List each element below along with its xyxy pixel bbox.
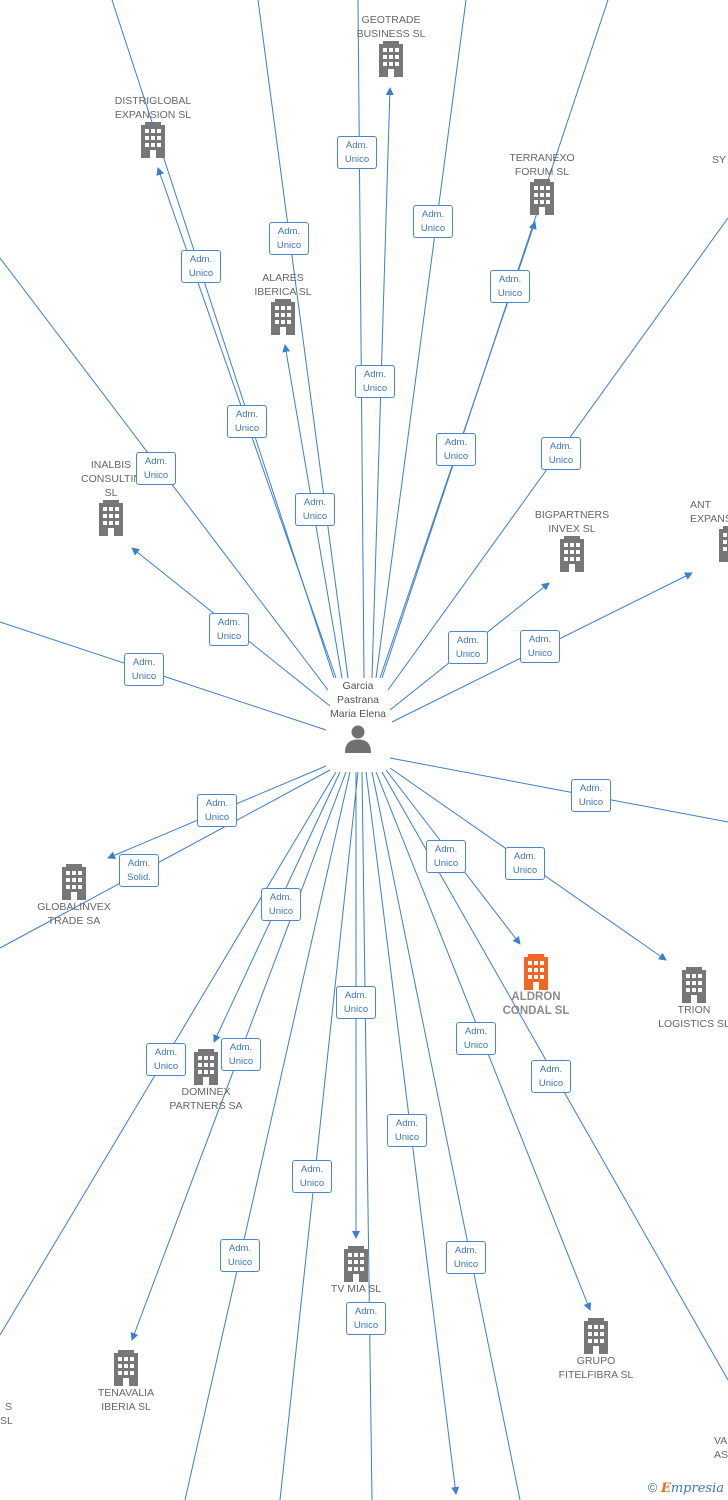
person-icon bbox=[345, 725, 371, 753]
building-icon bbox=[114, 1350, 138, 1386]
relation-badge[interactable]: Adm. Unico bbox=[227, 405, 267, 438]
relation-badge[interactable]: Adm. Unico bbox=[490, 270, 530, 303]
brand-name: Empresia bbox=[661, 1481, 724, 1496]
edge-bottom-3 bbox=[361, 771, 373, 1500]
relation-badge[interactable]: Adm. Unico bbox=[221, 1038, 261, 1071]
relation-badge[interactable]: Adm. Unico bbox=[181, 250, 221, 283]
node-distriglobal[interactable]: DISTRIGLOBAL EXPANSION SL bbox=[102, 94, 204, 158]
brand-initial: E bbox=[660, 1481, 671, 1496]
relation-badge[interactable]: Adm. Unico bbox=[346, 1302, 386, 1335]
node-label: ALARES IBERICA SL bbox=[254, 272, 312, 298]
node-label: DOMINEX PARTNERS SA bbox=[169, 1086, 243, 1112]
relation-badge[interactable]: Adm. Unico bbox=[146, 1043, 186, 1076]
node-bigpartners[interactable]: BIGPARTNERS INVEX SL bbox=[522, 508, 622, 572]
building-icon bbox=[530, 179, 554, 215]
building-icon bbox=[379, 41, 403, 77]
building-icon bbox=[99, 500, 123, 536]
node-inalbis[interactable]: INALBIS CONSULTIN SL bbox=[66, 458, 156, 536]
node-terranexo[interactable]: TERRANEXO FORUM SL bbox=[496, 151, 588, 215]
relation-badge[interactable]: Adm. Unico bbox=[197, 794, 237, 827]
node-aldron[interactable]: ALDRON CONDAL SL bbox=[490, 954, 582, 1018]
node-left-s[interactable]: S SL bbox=[0, 1400, 13, 1428]
node-label: TERRANEXO FORUM SL bbox=[509, 152, 575, 178]
relation-badge[interactable]: Adm. Unico bbox=[541, 437, 581, 470]
relation-badge[interactable]: Adm. Unico bbox=[426, 840, 466, 873]
building-icon bbox=[560, 536, 584, 572]
node-geotrade[interactable]: GEOTRADE BUSINESS SL bbox=[346, 13, 436, 77]
center-person-label: Garcia Pastrana Maria Elena bbox=[329, 680, 387, 720]
edge-right-1 bbox=[389, 757, 728, 823]
node-va[interactable]: VA ASES bbox=[698, 1434, 728, 1462]
empresia-logo[interactable]: © Empresia bbox=[648, 1480, 724, 1496]
edge-bottom-1 bbox=[184, 771, 351, 1500]
edge-top-2 bbox=[257, 0, 349, 679]
building-icon bbox=[682, 967, 706, 1003]
relation-badge[interactable]: Adm. Unico bbox=[448, 631, 488, 664]
relation-badge[interactable]: Adm. Unico bbox=[531, 1060, 571, 1093]
building-icon bbox=[271, 299, 295, 335]
node-label: TV MIA SL bbox=[330, 1283, 382, 1295]
relation-badge[interactable]: Adm. Unico bbox=[355, 365, 395, 398]
edge-top-4 bbox=[375, 0, 467, 679]
node-label: ALDRON CONDAL SL bbox=[502, 991, 570, 1017]
node-ant[interactable]: ANT EXPANS bbox=[688, 498, 728, 562]
edge-top-5 bbox=[381, 0, 609, 679]
node-globalinvex[interactable]: GLOBALINVEX TRADE SA bbox=[26, 864, 122, 928]
relation-badge[interactable]: Adm. Unico bbox=[505, 847, 545, 880]
node-tenavalia[interactable]: TENAVALIA IBERIA SL bbox=[80, 1350, 172, 1414]
relation-badge[interactable]: Adm. Unico bbox=[456, 1022, 496, 1055]
node-label: ANT EXPANS bbox=[690, 499, 728, 525]
building-icon bbox=[194, 1049, 218, 1085]
relation-badge[interactable]: Adm. Unico bbox=[292, 1160, 332, 1193]
building-icon bbox=[62, 864, 86, 900]
node-alares[interactable]: ALARES IBERICA SL bbox=[238, 271, 328, 335]
relation-badge[interactable]: Adm. Solid. bbox=[119, 854, 159, 887]
relation-badge[interactable]: Adm. Unico bbox=[136, 452, 176, 485]
brand-rest: mpresia bbox=[670, 1481, 724, 1496]
node-tvmia[interactable]: TV MIA SL bbox=[316, 1246, 396, 1296]
relation-badge[interactable]: Adm. Unico bbox=[520, 630, 560, 663]
node-label: S SL bbox=[0, 1401, 13, 1427]
node-label: GEOTRADE BUSINESS SL bbox=[356, 14, 426, 40]
copyright-symbol: © bbox=[647, 1480, 658, 1495]
building-icon bbox=[719, 526, 728, 562]
relation-badge[interactable]: Adm. Unico bbox=[413, 205, 453, 238]
node-label: TENAVALIA IBERIA SL bbox=[97, 1387, 155, 1413]
node-label: VA ASES bbox=[714, 1435, 728, 1461]
node-sy[interactable]: SY bbox=[712, 153, 728, 167]
node-label: GLOBALINVEX TRADE SA bbox=[37, 901, 111, 927]
relation-badge[interactable]: Adm. Unico bbox=[209, 613, 249, 646]
relation-badge[interactable]: Adm. Unico bbox=[571, 779, 611, 812]
relation-badge[interactable]: Adm. Unico bbox=[124, 653, 164, 686]
edge-bottom-2 bbox=[279, 771, 359, 1500]
building-icon bbox=[344, 1246, 368, 1282]
edge-globalinvex-2 bbox=[0, 769, 331, 949]
node-dominex[interactable]: DOMINEX PARTNERS SA bbox=[160, 1049, 252, 1113]
center-person[interactable]: Garcia Pastrana Maria Elena bbox=[320, 679, 396, 753]
node-label: TRION LOGISTICS SL bbox=[658, 1004, 728, 1030]
node-trion[interactable]: TRION LOGISTICS SL bbox=[648, 967, 728, 1031]
relation-badge[interactable]: Adm. Unico bbox=[337, 136, 377, 169]
relation-badge[interactable]: Adm. Unico bbox=[269, 222, 309, 255]
building-icon bbox=[584, 1318, 608, 1354]
edge-top-1 bbox=[111, 0, 335, 679]
node-label: GRUPO FITELFIBRA SL bbox=[558, 1355, 634, 1381]
node-label: DISTRIGLOBAL EXPANSION SL bbox=[114, 95, 192, 121]
relation-badge[interactable]: Adm. Unico bbox=[261, 888, 301, 921]
relation-badge[interactable]: Adm. Unico bbox=[446, 1241, 486, 1274]
node-grupo[interactable]: GRUPO FITELFIBRA SL bbox=[548, 1318, 644, 1382]
node-label: SY bbox=[712, 154, 727, 166]
relation-badge[interactable]: Adm. Unico bbox=[295, 493, 335, 526]
edge-top-3 bbox=[357, 0, 365, 679]
node-label: BIGPARTNERS INVEX SL bbox=[534, 509, 610, 535]
building-icon bbox=[524, 954, 548, 990]
building-icon bbox=[141, 122, 165, 158]
relation-badge[interactable]: Adm. Unico bbox=[220, 1239, 260, 1272]
relation-badge[interactable]: Adm. Unico bbox=[436, 433, 476, 466]
edge-bottom-4 bbox=[371, 771, 521, 1500]
relation-badge[interactable]: Adm. Unico bbox=[387, 1114, 427, 1147]
relation-badge[interactable]: Adm. Unico bbox=[336, 986, 376, 1019]
node-label: INALBIS CONSULTIN SL bbox=[81, 459, 141, 499]
